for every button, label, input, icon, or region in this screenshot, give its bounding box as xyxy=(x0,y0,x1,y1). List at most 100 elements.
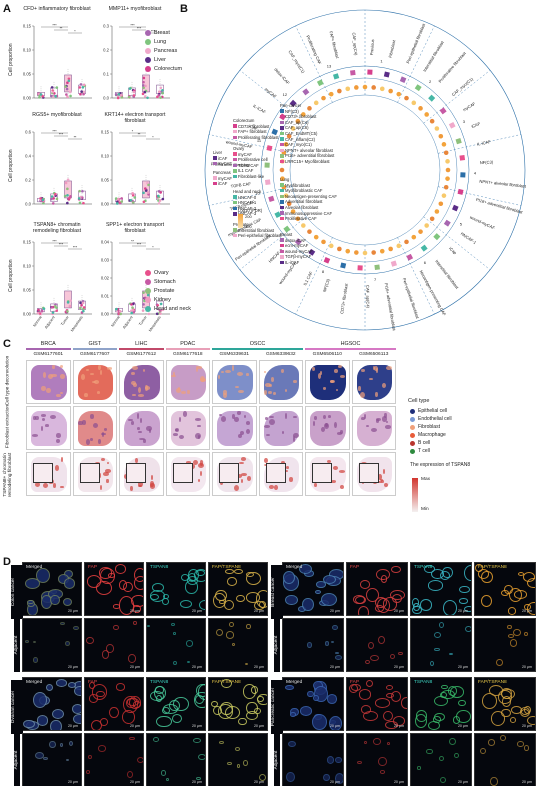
fluorescent-cell xyxy=(152,737,159,743)
ring-number: 8 xyxy=(322,269,325,274)
fluorescent-cell xyxy=(480,747,487,754)
ring-block xyxy=(455,138,462,145)
legend-text: CAF_ap(C6) xyxy=(285,125,309,131)
fdr-dot xyxy=(379,86,385,92)
tissue-image xyxy=(212,406,257,450)
data-point xyxy=(51,202,55,205)
fluorescent-cell xyxy=(64,641,70,646)
zoom-inset xyxy=(126,463,146,483)
fluorescent-cell xyxy=(153,686,166,701)
sig-label: * xyxy=(152,246,154,250)
data-point xyxy=(144,189,148,192)
scale-bar-label: 20 μm xyxy=(329,665,340,669)
legend-item: Kidney xyxy=(145,297,171,303)
legend-text: CD73+ fibroblast xyxy=(285,114,317,120)
circos-legend-item: iCAF xyxy=(213,181,227,186)
data-point xyxy=(77,197,81,200)
fluorescent-cell xyxy=(119,596,135,615)
legend-text: Alveolar fibroblast xyxy=(285,205,319,210)
ring-block xyxy=(316,79,324,87)
fluorescent-cell xyxy=(162,598,170,605)
legend-label: Breast xyxy=(154,30,170,36)
outer-label: CD73+ fibroblast xyxy=(339,282,349,314)
circos-legend-item: LRRC15+ Myofibroblast xyxy=(280,159,330,164)
data-point xyxy=(79,92,82,96)
fluorescent-cell xyxy=(481,693,498,710)
fluorescent-cell xyxy=(360,580,371,589)
fluorescent-cell xyxy=(349,683,359,693)
data-point xyxy=(66,187,69,191)
fluorescent-cell xyxy=(434,631,442,638)
fluorescent-cell xyxy=(369,654,379,662)
fluorescence-image: 20 μm xyxy=(474,618,536,672)
tissue-speckle xyxy=(181,391,187,395)
tissue-speckle xyxy=(243,414,246,418)
fluorescent-cell xyxy=(85,770,90,774)
celltype-label: Epithelial cell xyxy=(418,408,448,414)
celltype-legend-item: B cell xyxy=(410,440,430,446)
tissue-speckle xyxy=(146,425,153,432)
tissue-speckle xyxy=(314,483,317,488)
fluorescent-cell xyxy=(513,590,527,599)
plot-title: SPP1+ electron transport fibroblast xyxy=(105,222,165,234)
ring-block xyxy=(274,211,282,219)
data-point xyxy=(50,86,54,89)
fdr-dot xyxy=(328,243,334,249)
fluorescent-cell xyxy=(326,694,338,704)
fdr-dot xyxy=(313,234,319,240)
fluorescent-cell xyxy=(105,644,114,653)
tissue-speckle xyxy=(334,368,338,373)
zoom-inset xyxy=(265,463,286,483)
fluorescent-cell xyxy=(363,740,368,745)
tissue-speckle xyxy=(265,383,271,387)
fluorescent-cell xyxy=(231,643,235,646)
circos-legend-item: myCAF xyxy=(213,176,232,181)
legend-text: CAF_inflam(C2) xyxy=(285,136,316,142)
fluorescent-cell xyxy=(181,573,189,581)
legend-text: CAF_myo(C1) xyxy=(285,142,312,148)
fluorescent-cell xyxy=(509,639,517,647)
circos-legend-item: Proliferating fibroblast xyxy=(233,135,279,140)
outer-label: CAF_myo(C1) xyxy=(451,76,475,97)
tissue-speckle xyxy=(60,486,64,489)
circos-legend-item: FAP+ fibroblast xyxy=(233,129,267,134)
data-point xyxy=(159,191,162,194)
fluorescent-cell xyxy=(356,760,362,764)
tissue-speckle xyxy=(149,428,152,434)
fdr-dot xyxy=(354,250,359,255)
scale-bar-label: 20 μm xyxy=(457,724,468,728)
tissue-speckle xyxy=(265,416,268,420)
fluorescent-cell xyxy=(487,739,496,746)
tissue-speckle xyxy=(264,389,268,395)
tissue-speckle xyxy=(246,429,251,435)
data-point xyxy=(67,79,71,83)
data-point xyxy=(65,93,68,96)
adjacent-label: Adjacent xyxy=(274,618,280,672)
expression-max: Max xyxy=(421,477,431,482)
fluorescent-cell xyxy=(147,624,151,628)
tissue-speckle xyxy=(268,416,275,419)
tissue-speckle xyxy=(134,457,138,463)
data-point xyxy=(120,96,124,99)
sig-label: *** xyxy=(137,27,142,31)
data-point xyxy=(79,83,83,86)
legend-swatch xyxy=(213,161,217,166)
legend-text: myCAF xyxy=(218,161,232,167)
tissue-speckle xyxy=(234,416,240,423)
tissue-speckle xyxy=(46,387,51,393)
data-point xyxy=(131,201,135,204)
fdr-dot xyxy=(424,112,429,117)
legend-swatch xyxy=(280,243,284,248)
fluorescent-cell xyxy=(400,697,407,709)
fluorescent-cell xyxy=(50,594,61,606)
tissue-speckle xyxy=(132,366,138,371)
ring-block xyxy=(399,76,407,83)
ring-number: 11 xyxy=(257,138,262,143)
expression-min: Min xyxy=(421,507,429,512)
data-point xyxy=(114,197,118,200)
tissue-speckle xyxy=(185,460,192,464)
data-point xyxy=(39,197,42,200)
scale-bar-label: 20 μm xyxy=(129,724,140,728)
scale-bar-label: 20 μm xyxy=(521,724,532,728)
